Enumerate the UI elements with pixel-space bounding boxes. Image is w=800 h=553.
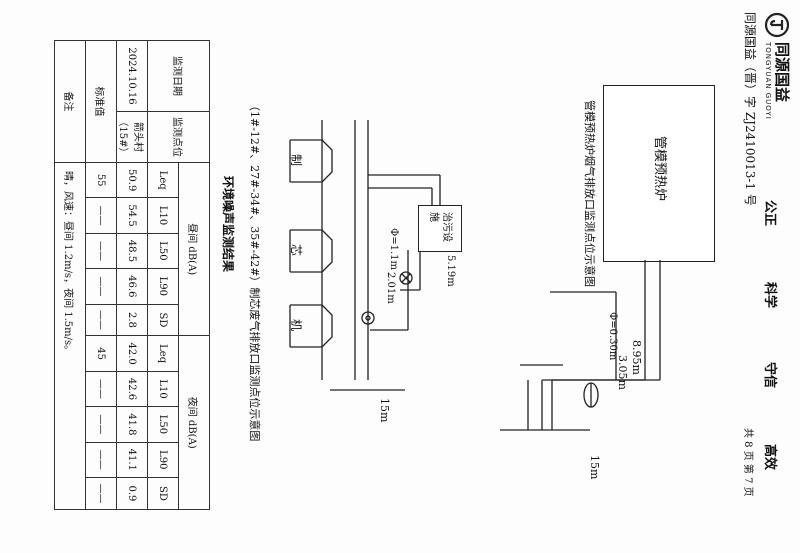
unit-3-label: 机	[289, 319, 303, 332]
core-diagram-title: （1#-12#、27#-34#、35#-42#）制芯废气排放口监测点位示意图	[248, 100, 261, 442]
metric-cell: L50	[147, 233, 179, 269]
metric-cell: L90	[147, 268, 179, 304]
noise-table-title: 环境噪声监测结果	[221, 176, 235, 273]
standard-day: 55	[85, 162, 117, 198]
remark-text: 晴，风速：昼间 1.2m/s，夜间 1.5m/s。	[54, 162, 86, 510]
standard-night: 45	[85, 335, 117, 372]
header-night: 夜间 dB(A)	[178, 335, 210, 510]
core-diameter: Φ=1.1m	[388, 228, 399, 270]
core-dim-a: 5.19m	[445, 255, 456, 287]
core-dim-c: 15m	[378, 398, 391, 423]
row-date: 2024.10.16	[116, 40, 148, 112]
header-date: 监测日期	[147, 40, 210, 112]
noise-result-table: 监测日期 监测点位 昼间 dB(A) 夜间 dB(A) Leq L10 L50 …	[54, 40, 210, 510]
header-day: 昼间 dB(A)	[178, 162, 210, 336]
unit-2: 芯	[276, 230, 304, 272]
treatment-facility-box: 治污设施	[418, 205, 462, 252]
value-cell: 0.9	[116, 477, 148, 510]
dash-cell: ——	[85, 268, 117, 304]
metric-cell: Leq	[147, 162, 179, 198]
treatment-facility-label: 治污设施	[428, 212, 452, 242]
value-cell: 48.5	[116, 233, 148, 269]
metric-cell: SD	[147, 304, 179, 336]
table-row: 监测日期 监测点位 昼间 dB(A) 夜间 dB(A)	[147, 40, 210, 510]
value-cell: 46.6	[116, 268, 148, 304]
value-cell: 41.8	[116, 406, 148, 443]
heater-sampling-point-icon	[583, 382, 599, 408]
dash-cell: ——	[85, 371, 117, 407]
dash-cell: ——	[85, 477, 117, 510]
core-sampling-point-icon	[361, 311, 375, 325]
metric-cell: SD	[147, 477, 179, 510]
value-cell: 54.5	[116, 197, 148, 234]
unit-2-label: 芯	[289, 244, 303, 257]
value-cell: 2.8	[116, 304, 148, 336]
header-point: 监测点位	[147, 111, 210, 163]
dash-cell: ——	[85, 304, 117, 336]
dash-cell: ——	[85, 406, 117, 443]
row-point: 箭头村（15#）	[116, 111, 148, 163]
dash-cell: ——	[85, 233, 117, 269]
metric-cell: Leq	[147, 335, 179, 372]
dash-cell: ——	[85, 197, 117, 234]
metric-cell: L90	[147, 442, 179, 478]
company-logo-icon	[764, 12, 790, 38]
table-row: 备注 晴，风速：昼间 1.2m/s，夜间 1.5m/s。	[54, 40, 86, 510]
value-cell: 41.1	[116, 442, 148, 478]
remark-label: 备注	[54, 40, 86, 163]
table-row: 标准值 55 —— —— —— —— 45 —— —— —— ——	[85, 40, 117, 510]
unit-1-label: 制	[289, 154, 303, 167]
metric-cell: L50	[147, 406, 179, 443]
standard-label: 标准值	[85, 40, 117, 163]
value-cell: 50.9	[116, 162, 148, 198]
unit-1: 制	[276, 140, 304, 182]
value-cell: 42.0	[116, 335, 148, 372]
metric-cell: L10	[147, 371, 179, 407]
core-dim-b: 2.01m	[385, 272, 396, 304]
dash-cell: ——	[85, 442, 117, 478]
unit-3: 机	[276, 305, 304, 347]
fan-symbol-icon	[399, 271, 413, 285]
table-row: 2024.10.16 箭头村（15#） 50.9 54.5 48.5 46.6 …	[116, 40, 148, 510]
value-cell: 42.6	[116, 371, 148, 407]
metric-cell: L10	[147, 197, 179, 234]
